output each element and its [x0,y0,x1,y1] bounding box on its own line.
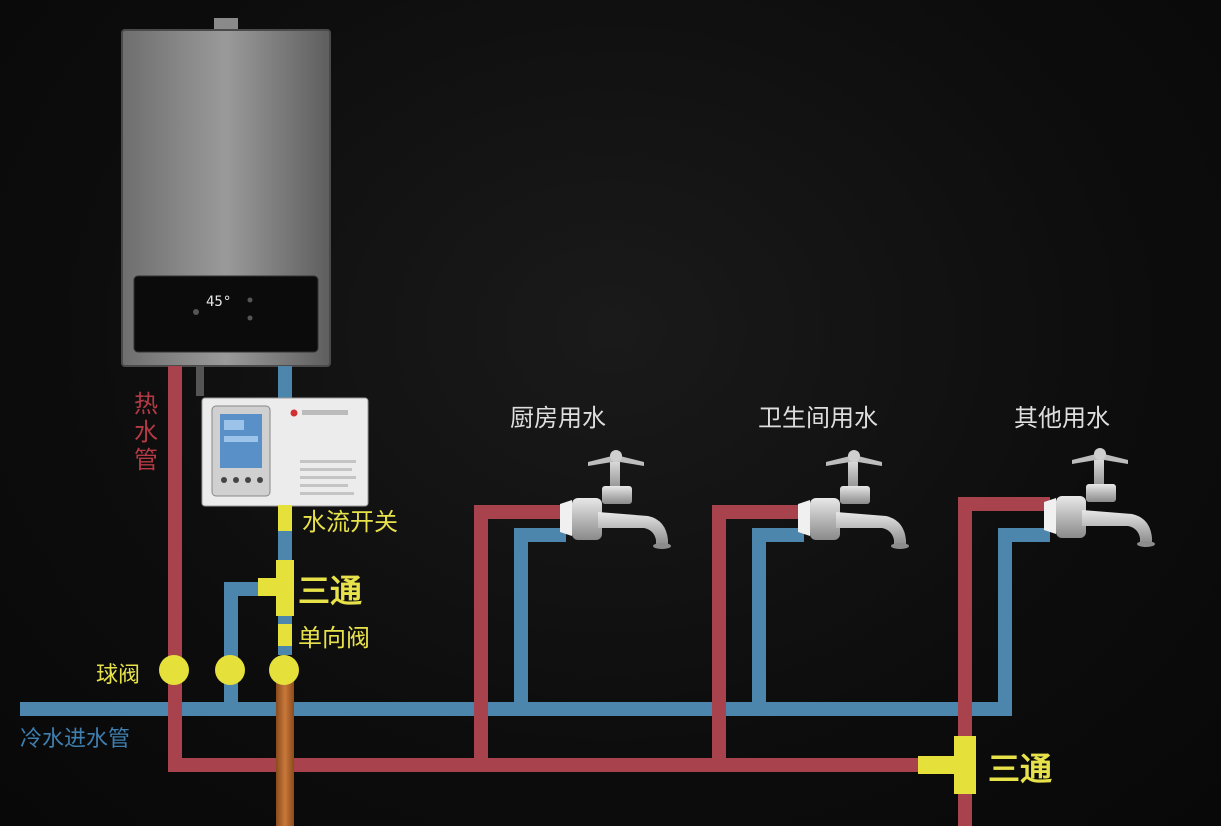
tee-fitting-icon [258,560,294,616]
faucet-icon [560,450,671,549]
ball-valve-icon [215,655,245,685]
check-valve-icon [278,624,292,646]
bathroom-label: 卫生间用水 [758,404,878,432]
pump-controller-icon [201,397,369,507]
water-heater-icon: 45° [121,18,331,396]
hot-pipe-label: 水 [134,418,158,446]
hot-pipe-label: 管 [134,446,158,474]
kitchen-supply-pipes [474,505,566,772]
other-label: 其他用水 [1014,404,1110,432]
cold-inlet-label: 冷水进水管 [20,727,130,752]
heater-temp-display: 45° [206,294,231,310]
ball-valve-icon [159,655,189,685]
ball-valve-icon [269,655,299,685]
faucet-icon [1044,448,1155,547]
water-flow-switch-icon [278,505,292,531]
water-flow-switch-label: 水流开关 [302,508,398,536]
tee-top-label: 三通 [298,572,362,610]
kitchen-label: 厨房用水 [510,404,606,432]
tee-bottom-label: 三通 [988,750,1052,788]
faucet-icon [798,450,909,549]
ball-valve-label: 球阀 [96,663,140,688]
bathroom-supply-pipes [712,505,804,772]
copper-riser-pipe [276,680,294,826]
hot-pipe-label: 热 [134,390,158,418]
check-valve-label: 单向阀 [298,624,370,652]
tee-fitting-icon [918,736,976,794]
